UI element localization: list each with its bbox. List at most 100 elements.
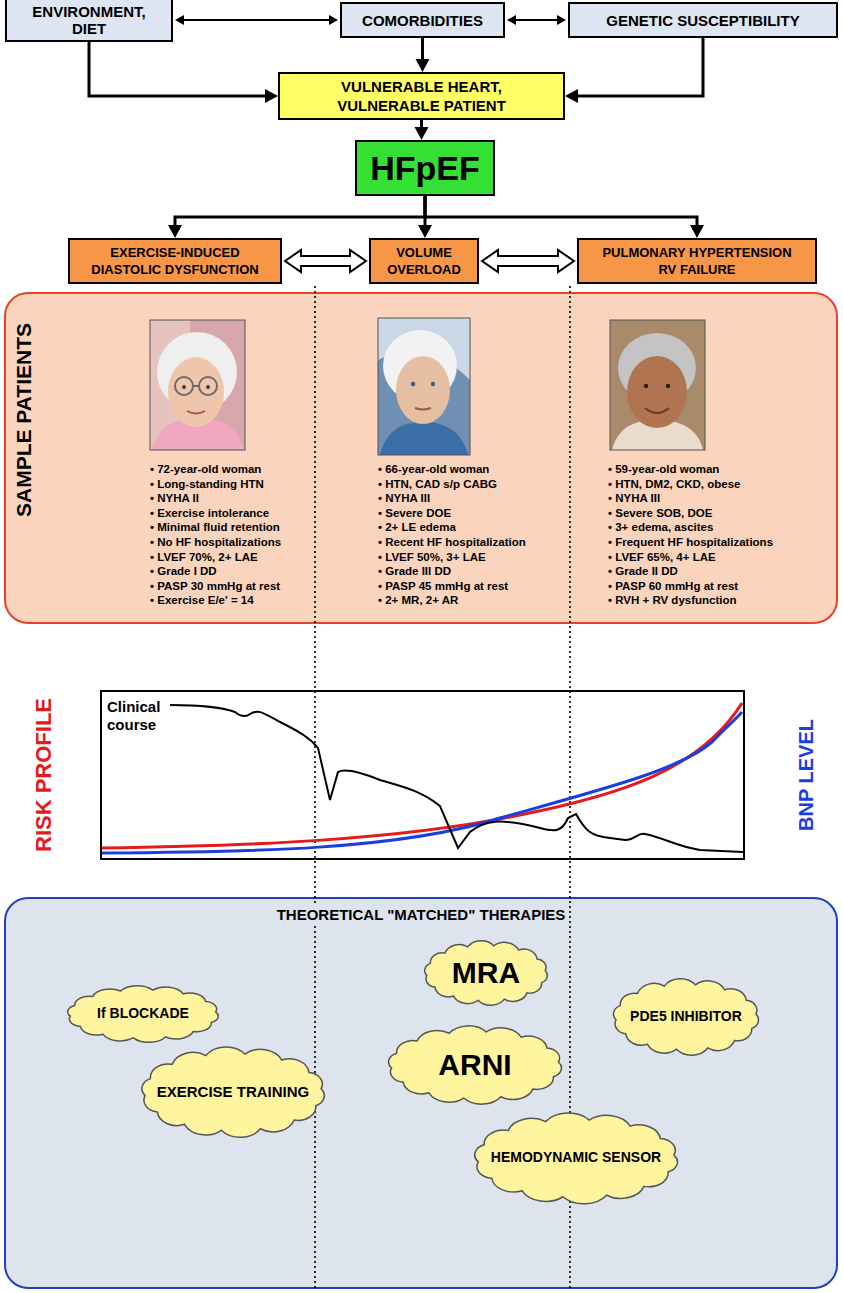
- profile-item: • LVEF 70%, 2+ LAE: [150, 550, 281, 565]
- vulnerable-box: VULNERABLE HEART, VULNERABLE PATIENT: [278, 72, 565, 120]
- node-text: PDE5 INHIBITOR: [630, 1009, 742, 1025]
- photo-eye: [644, 384, 648, 388]
- profile-item: • Exercise intolerance: [150, 506, 281, 521]
- profile-item: • PASP 30 mmHg at rest: [150, 579, 281, 594]
- arrow-head: [265, 89, 278, 103]
- photo-ground: [150, 320, 245, 450]
- double-arrow: [285, 250, 366, 272]
- therapy-cloud: PDE5 INHIBITOR: [608, 978, 764, 1056]
- node-text: VULNERABLE HEART, VULNERABLE PATIENT: [304, 77, 539, 115]
- cloud-shape: [425, 941, 548, 1006]
- connector-line: [89, 42, 265, 96]
- profile-item: • PASP 60 mmHg at rest: [608, 579, 773, 594]
- node-text: SAMPLE PATIENTS: [12, 323, 36, 517]
- profile-item: • NYHA III: [608, 491, 773, 506]
- photo-clothes: [380, 422, 468, 455]
- connector-arrow: [415, 120, 429, 140]
- profile-item: • NYHA III: [378, 491, 526, 506]
- cloud-shape: [389, 1026, 562, 1104]
- photo-glasses: [199, 377, 217, 395]
- profile-item: • LVEF 50%, 3+ LAE: [378, 550, 526, 565]
- course-curve: [170, 705, 743, 852]
- therapy-cloud: If BLOCKADE: [62, 985, 224, 1043]
- node-text: GENETIC SUSCEPTIBILITY: [606, 12, 799, 29]
- therapy-cloud: MRA: [420, 940, 552, 1006]
- profile-item: • Frequent HF hospitalizations: [608, 535, 773, 550]
- node-text: If BLOCKADE: [97, 1006, 189, 1022]
- connector-arrow: [89, 42, 278, 103]
- photo-eye: [431, 382, 435, 386]
- axis-label: BNP LEVEL: [795, 719, 818, 831]
- connector-arrow: [507, 15, 566, 25]
- connector-line: [175, 196, 425, 225]
- photo-frame: [378, 318, 470, 455]
- profile-item: • Severe SOB, DOE: [608, 506, 773, 521]
- connector-arrow: [482, 250, 574, 272]
- factor-box: ENVIRONMENT, DIET: [5, 0, 173, 42]
- photo-ground: [150, 320, 190, 450]
- node-text: EXERCISE TRAINING: [157, 1084, 310, 1101]
- profile-item: • Grade I DD: [150, 564, 281, 579]
- photo-frame: [610, 320, 705, 450]
- profile-item: • No HF hospitalizations: [150, 535, 281, 550]
- photo-hair: [618, 333, 696, 403]
- patient-photo: [610, 320, 705, 450]
- cloud-shape: [614, 979, 759, 1055]
- divider-dotted: [569, 286, 571, 1289]
- profile-item: • NYHA II: [150, 491, 281, 506]
- photo-eye: [182, 385, 186, 389]
- photo-eye: [206, 385, 210, 389]
- node-text: ENVIRONMENT, DIET: [15, 3, 163, 37]
- photo-hair: [157, 332, 237, 412]
- panel-heading: SAMPLE PATIENTS: [12, 323, 36, 517]
- phenotype-box: EXERCISE-INDUCED DIASTOLIC DYSFUNCTION: [68, 238, 282, 284]
- divider-dotted: [314, 286, 316, 1289]
- axis-title: BNP LEVEL: [795, 719, 818, 831]
- photo-mouth: [645, 408, 669, 413]
- patient-profile: • 72-year-old woman• Long-standing HTN• …: [150, 462, 281, 608]
- photo-glasses: [175, 377, 193, 395]
- connector-line: [184, 19, 329, 21]
- arrow-head: [168, 225, 182, 238]
- connector-arrow: [175, 15, 338, 25]
- node-text: MRA: [452, 956, 520, 990]
- node-text: THEORETICAL "MATCHED" THERAPIES: [274, 906, 569, 923]
- cloud-shape: [68, 986, 219, 1043]
- arrow-head: [415, 127, 429, 140]
- cloud-shape: [475, 1113, 678, 1204]
- profile-item: • 59-year-old woman: [608, 462, 773, 477]
- photo-pillow: [378, 318, 470, 380]
- node-text: ARNI: [438, 1048, 511, 1082]
- connector-line: [420, 120, 423, 127]
- connector-arrow: [425, 196, 704, 238]
- arrow-head: [175, 15, 184, 25]
- factor-box: COMORBIDITIES: [340, 2, 505, 38]
- phenotype-box: VOLUME OVERLOAD: [369, 238, 479, 284]
- node-text: HFpEF: [370, 151, 480, 185]
- node-text: VOLUME OVERLOAD: [385, 244, 463, 278]
- therapy-cloud: EXERCISE TRAINING: [135, 1046, 331, 1138]
- double-arrow: [482, 250, 574, 272]
- patient-photo: [150, 320, 245, 450]
- axis-label: RISK PROFILE: [31, 698, 57, 852]
- node-text: HEMODYNAMIC SENSOR: [491, 1150, 661, 1166]
- profile-item: • 66-year-old woman: [378, 462, 526, 477]
- node-text: PULMONARY HYPERTENSION RV FAILURE: [593, 244, 801, 278]
- profile-item: • PASP 45 mmHg at rest: [378, 579, 526, 594]
- photo-face: [627, 356, 687, 428]
- photo-eye: [411, 382, 415, 386]
- connector-arrow: [285, 250, 366, 272]
- photo-clothes: [612, 420, 703, 450]
- arrow-head: [416, 59, 430, 72]
- connector-line: [578, 38, 703, 96]
- bnp-curve: [102, 712, 742, 853]
- arrow-head: [329, 15, 338, 25]
- therapy-cloud: HEMODYNAMIC SENSOR: [467, 1112, 685, 1205]
- arrow-head: [565, 89, 578, 103]
- profile-item: • 3+ edema, ascites: [608, 520, 773, 535]
- hfpef-box: HFpEF: [355, 140, 495, 196]
- photo-hair: [383, 330, 457, 402]
- profile-item: • 2+ MR, 2+ AR: [378, 593, 526, 608]
